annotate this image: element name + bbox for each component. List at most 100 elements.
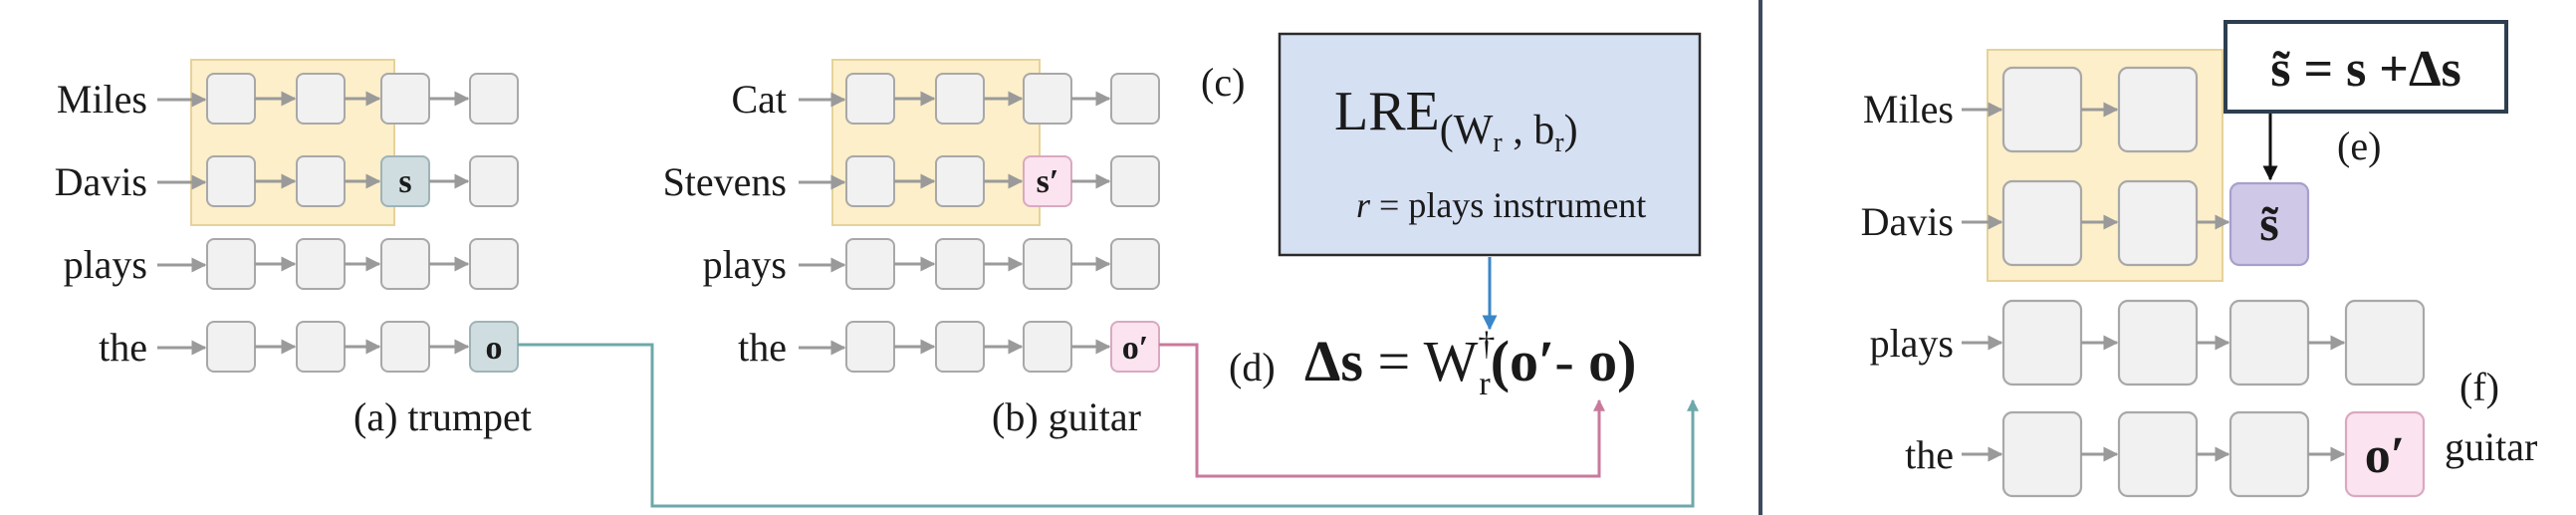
weight-dagger: † <box>1478 326 1495 363</box>
panel-a-cell <box>380 321 430 373</box>
o-term: o <box>1588 329 1617 393</box>
panel-f-object-cell <box>2344 410 2426 498</box>
tilde-formula-box <box>2224 20 2508 114</box>
panel-b-cell <box>1023 321 1072 373</box>
panel-a-object-cell <box>469 321 519 373</box>
panel-f-token-0: Miles <box>1863 87 1954 131</box>
panel-f: Miles Davis plays the s̃ <box>1861 49 2537 498</box>
lre-sub-end: ) <box>1564 108 1578 153</box>
panel-b-caption: (b) guitar <box>992 394 1141 439</box>
teal-connector <box>518 343 1699 508</box>
panel-a-cell <box>296 73 346 125</box>
panel-a-row-2 <box>157 238 519 290</box>
panel-b-subject-label: s′ <box>1037 163 1059 200</box>
panel-a-cell <box>296 321 346 373</box>
panel-a-token-3: the <box>99 325 147 370</box>
equals-sign: = <box>1363 329 1424 393</box>
panel-f-subject-label: s̃ <box>2259 195 2278 251</box>
panel-b-cell <box>935 321 985 373</box>
relation-text: r = plays instrument <box>1356 185 1646 225</box>
panel-b-token-3: the <box>738 325 787 370</box>
panel-b-cell <box>935 238 985 290</box>
panel-a-cell <box>380 73 430 125</box>
panel-d-tag: (d) <box>1229 345 1276 389</box>
panel-b-token-1: Stevens <box>663 159 787 204</box>
panel-a-row-3: o <box>157 321 519 373</box>
panel-b-cell <box>1110 155 1160 207</box>
panel-b-cell <box>845 238 895 290</box>
panel-f-cell <box>2228 410 2310 498</box>
panel-b-row-0 <box>799 73 1160 125</box>
panel-f-cell <box>2001 410 2083 498</box>
panel-b-object-cell <box>1110 321 1160 373</box>
delta-equation: Δs = W†r(o′- o) <box>1304 326 1636 402</box>
weight-sub-r: r <box>1479 366 1491 402</box>
panel-a-token-0: Miles <box>57 77 147 122</box>
panel-d: (d) Δs = W†r(o′- o) <box>1229 326 1636 402</box>
panel-a-cell <box>206 155 256 207</box>
panel-f-cell <box>2001 66 2083 153</box>
tilde-formula: s̃ = s +Δs <box>2270 41 2461 98</box>
panel-f-tag: (f) <box>2459 365 2499 409</box>
panel-a-cell <box>469 238 519 290</box>
lre-sub-b: , b <box>1503 108 1555 153</box>
panel-f-cell <box>2117 66 2199 153</box>
panel-c-tag: (c) <box>1201 60 1245 105</box>
panel-f-caption: guitar <box>2445 424 2537 469</box>
panel-b-cell <box>1023 238 1072 290</box>
panel-f-token-1: Davis <box>1861 199 1954 244</box>
panel-a-row-0 <box>157 73 519 125</box>
panel-b-token-2: plays <box>703 242 787 287</box>
panel-b-cell <box>845 73 895 125</box>
lre-formula: LRE(Wr , br) <box>1334 81 1578 158</box>
panel-f-token-2: plays <box>1870 321 1954 366</box>
panel-b-cell <box>935 73 985 125</box>
panel-b-row-3: o′ <box>799 321 1160 373</box>
panel-b-cell <box>845 321 895 373</box>
panel-a-token-2: plays <box>64 242 147 287</box>
panel-a-cell <box>206 238 256 290</box>
panel-a-row-1: s <box>157 155 519 207</box>
panel-f-row-3: o′ <box>1962 410 2426 498</box>
panel-a-caption: (a) trumpet <box>353 394 532 439</box>
panel-b-cell <box>935 155 985 207</box>
panel-a-cell <box>296 155 346 207</box>
panel-b-cell <box>1110 238 1160 290</box>
panel-f-cell <box>2117 299 2199 386</box>
panel-e: s̃ = s +Δs (e) <box>2224 20 2508 181</box>
minus-sign: - <box>1554 329 1588 393</box>
lre-sub-w: (W <box>1440 108 1494 153</box>
panel-f-cell <box>2117 179 2199 267</box>
panel-f-cell <box>2001 179 2083 267</box>
panel-c: (c) LRE(Wr , br) r = plays instrument <box>1201 32 1702 331</box>
delta-s: Δs <box>1304 329 1363 393</box>
lre-main: LRE <box>1334 81 1440 142</box>
panel-b: Cat Stevens plays the s′ <box>663 59 1160 439</box>
panel-b-token-0: Cat <box>731 77 787 122</box>
panel-a-cell <box>296 238 346 290</box>
panel-a-token-1: Davis <box>55 159 147 204</box>
panel-b-cell <box>1023 73 1072 125</box>
panel-f-cell <box>2001 299 2083 386</box>
lre-box <box>1278 32 1702 257</box>
weight-w: W <box>1424 329 1479 393</box>
panel-f-cell <box>2117 410 2199 498</box>
panel-a-cell <box>469 73 519 125</box>
relation-var: r <box>1356 185 1371 225</box>
panel-a-cell <box>206 321 256 373</box>
o-prime-term: o′ <box>1510 329 1554 393</box>
relation-value: = plays instrument <box>1370 185 1646 225</box>
panel-f-subject-cell <box>2228 181 2310 267</box>
panel-f-object-label: o′ <box>2365 427 2406 484</box>
panel-a-cell <box>380 238 430 290</box>
panel-f-cell <box>2228 299 2310 386</box>
panel-a-cell <box>469 155 519 207</box>
paren-open: ( <box>1491 329 1510 393</box>
panel-f-token-3: the <box>1905 432 1954 477</box>
panel-f-row-1: s̃ <box>1962 179 2310 267</box>
panel-e-tag: (e) <box>2337 124 2381 168</box>
panel-a-cell <box>206 73 256 125</box>
lre-sub-r2: r <box>1554 128 1564 158</box>
lre-sub-r1: r <box>1493 128 1503 158</box>
